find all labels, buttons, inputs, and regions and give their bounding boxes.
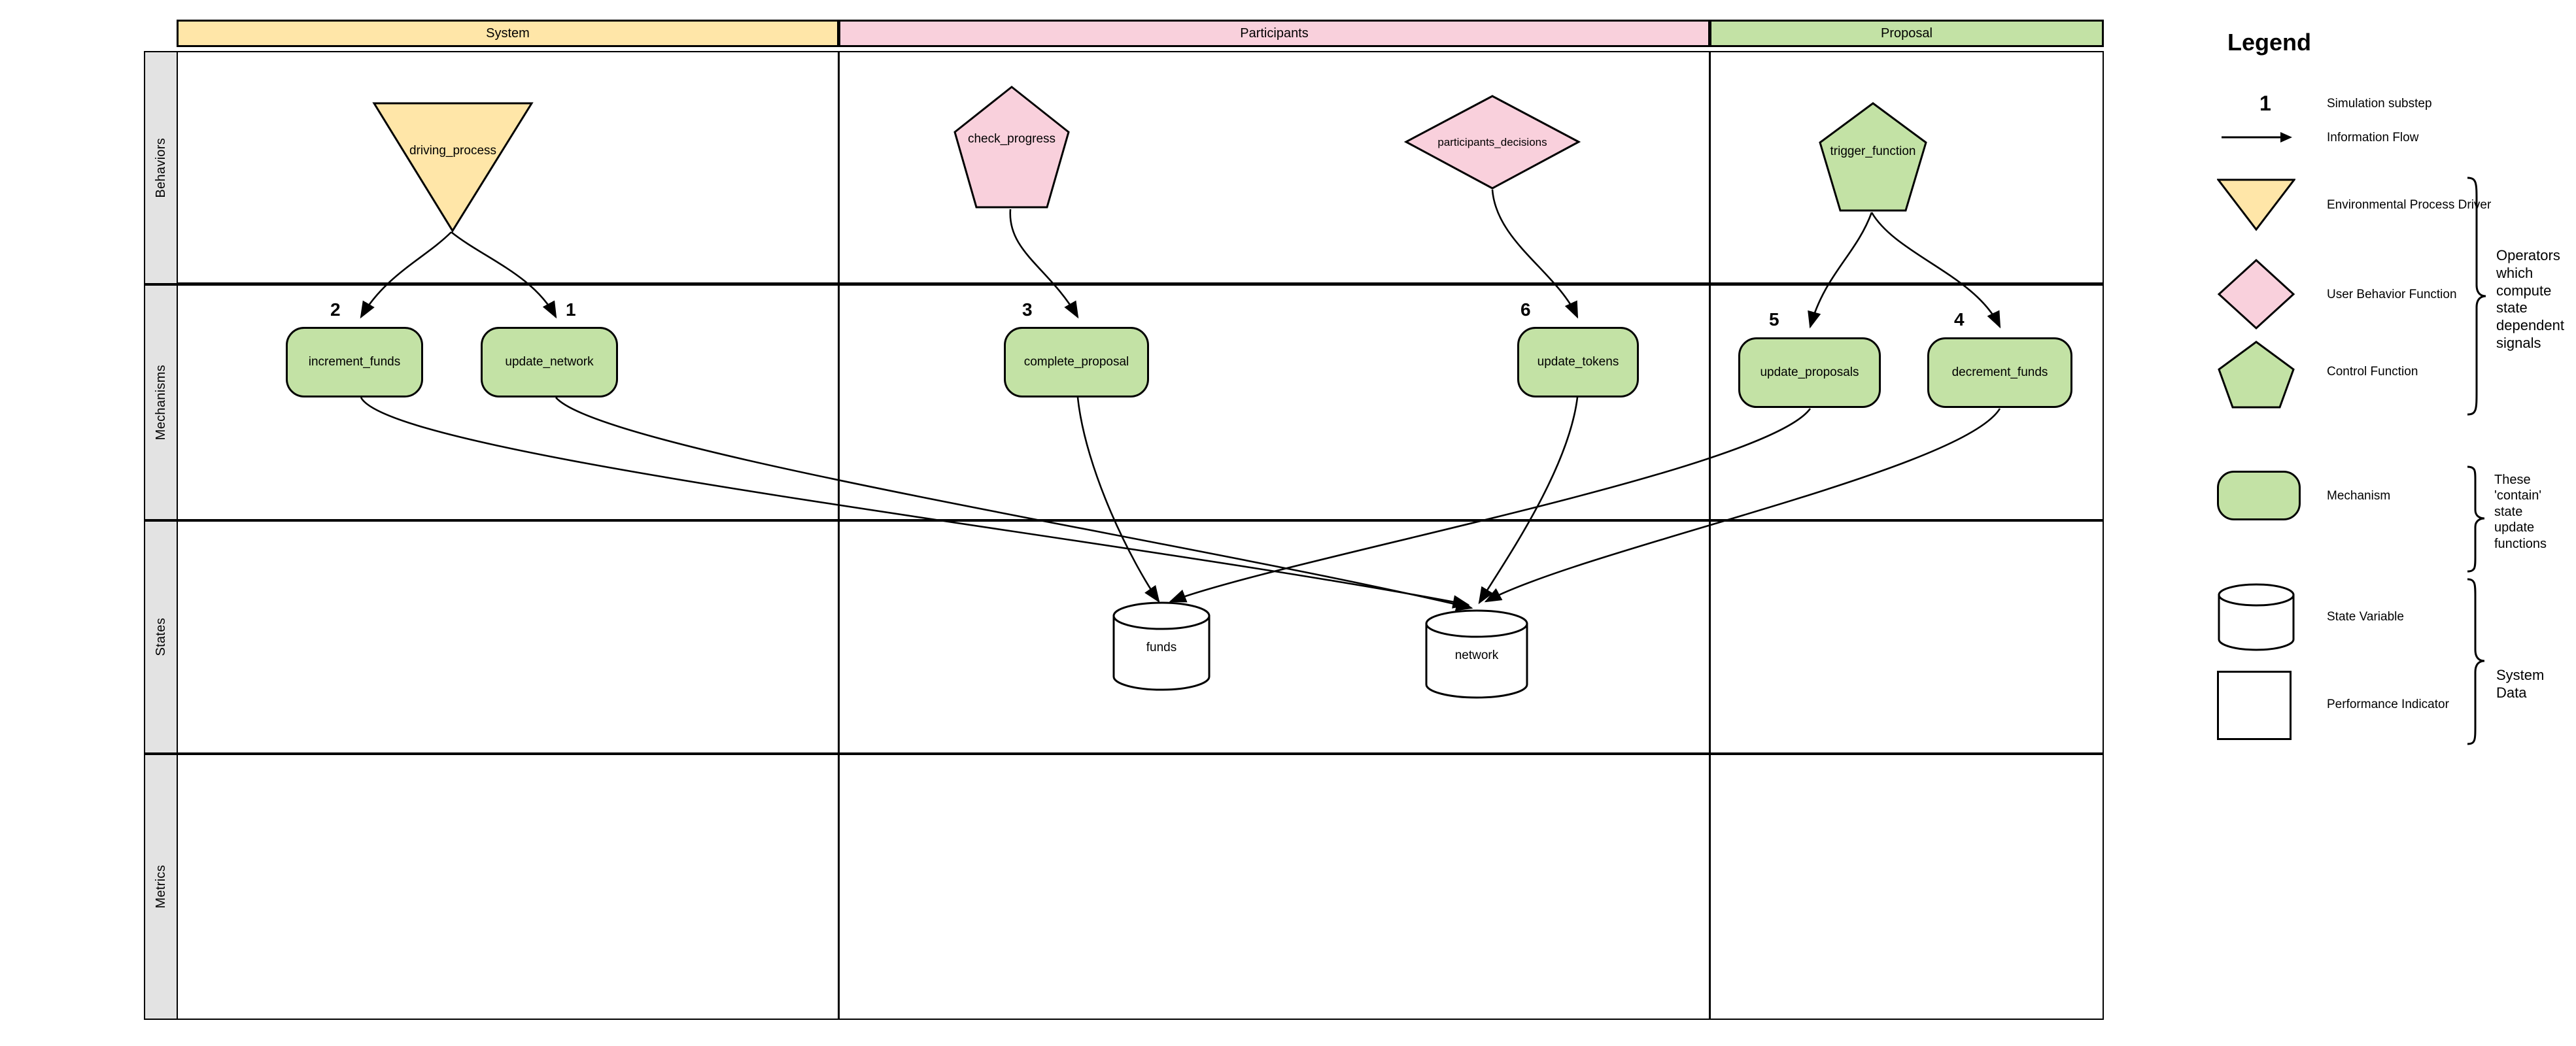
legend-label-simulation-substep: Simulation substep — [2327, 97, 2432, 110]
legend-label-mechanism: Mechanism — [2327, 489, 2391, 503]
legend-cylinder-icon — [2218, 583, 2295, 651]
cylinder-icon — [1112, 601, 1211, 691]
row-label-metrics: Metrics — [144, 754, 178, 1020]
legend-pentagon-icon — [2218, 341, 2295, 409]
cell-participants-mechanisms — [838, 284, 1710, 520]
behaviors-mechanisms-divider — [177, 282, 2104, 286]
mechanism-node-decrement-funds[interactable]: decrement_funds — [1927, 337, 2072, 408]
mechanism-node-update-tokens[interactable]: update_tokens — [1517, 327, 1639, 397]
legend-mechanism-icon — [2217, 471, 2301, 520]
row-label-text: Mechanisms — [153, 364, 168, 441]
legend-label-information-flow: Information Flow — [2327, 131, 2419, 144]
row-label-states: States — [144, 520, 178, 754]
substep-number-decrement-funds: 4 — [1954, 309, 1965, 329]
legend-brace-system-data-text: System Data — [2496, 667, 2545, 701]
cell-system-mechanisms — [177, 284, 839, 520]
legend-triangle-down-icon — [2217, 178, 2295, 231]
column-header-label: Proposal — [1881, 25, 1932, 41]
mechanism-node-label: update_proposals — [1760, 365, 1859, 379]
mechanism-node-complete-proposal[interactable]: complete_proposal — [1004, 327, 1149, 397]
cell-system-metrics — [177, 754, 839, 1020]
diamond-icon — [1403, 95, 1581, 190]
behavior-node-participants-decisions[interactable]: participants_decisions — [1403, 95, 1581, 190]
legend-panel: Legend 1 Simulation substep Information … — [2152, 13, 2576, 785]
column-header-label: System — [486, 25, 530, 41]
behavior-node-driving-process[interactable]: driving_process — [372, 101, 534, 233]
mechanism-node-label: decrement_funds — [1951, 365, 2048, 379]
column-header-proposal: Proposal — [1709, 20, 2104, 47]
legend-label-control-function: Control Function — [2327, 365, 2418, 379]
column-header-label: Participants — [1240, 25, 1309, 41]
cell-participants-metrics — [838, 754, 1710, 1020]
legend-rect-icon — [2217, 671, 2292, 740]
behavior-node-trigger-function[interactable]: trigger_function — [1818, 101, 1928, 212]
column-header-system: System — [177, 20, 839, 47]
mechanism-node-label: increment_funds — [308, 355, 401, 369]
row-label-mechanisms: Mechanisms — [144, 284, 178, 520]
legend-label-user-behavior-function: User Behavior Function — [2327, 288, 2457, 301]
legend-substep-number: 1 — [2259, 92, 2271, 115]
substep-number-update-tokens: 6 — [1520, 299, 1531, 320]
legend-title: Legend — [2227, 29, 2311, 56]
legend-brace-state-update-icon — [2467, 465, 2485, 573]
column-header-participants: Participants — [838, 20, 1710, 47]
cell-participants-states — [838, 520, 1710, 754]
row-label-text: States — [153, 618, 168, 656]
legend-brace-operators-icon — [2467, 177, 2486, 416]
legend-brace-state-update-text: These 'contain' state update functions — [2494, 473, 2547, 551]
cell-proposal-states — [1709, 520, 2104, 754]
row-label-text: Metrics — [153, 865, 168, 909]
mechanism-node-update-network[interactable]: update_network — [481, 327, 618, 397]
cylinder-icon — [1425, 609, 1528, 699]
pentagon-icon — [1819, 102, 1927, 212]
triangle-down-icon — [372, 102, 534, 233]
mechanism-node-label: complete_proposal — [1023, 355, 1129, 369]
state-node-network[interactable]: network — [1424, 609, 1529, 699]
legend-brace-operators-text: Operators which compute state dependent … — [2496, 247, 2564, 352]
legend-arrow-icon — [2222, 132, 2292, 143]
legend-diamond-icon — [2217, 258, 2295, 330]
mechanism-node-increment-funds[interactable]: increment_funds — [286, 327, 423, 397]
legend-label-environmental-process-driver: Environmental Process Driver — [2327, 198, 2492, 212]
legend-label-performance-indicator: Performance Indicator — [2327, 698, 2449, 711]
substep-number-update-proposals: 5 — [1769, 309, 1779, 329]
mechanism-node-update-proposals[interactable]: update_proposals — [1738, 337, 1881, 408]
mechanism-node-label: update_tokens — [1537, 355, 1619, 369]
cell-system-states — [177, 520, 839, 754]
legend-brace-system-data-icon — [2467, 578, 2485, 745]
row-label-behaviors: Behaviors — [144, 51, 178, 284]
mechanism-node-label: update_network — [505, 355, 594, 369]
substep-number-complete-proposal: 3 — [1022, 299, 1033, 320]
legend-label-state-variable: State Variable — [2327, 610, 2404, 624]
substep-number-increment-funds: 2 — [330, 299, 341, 320]
behavior-node-check-progress[interactable]: check_progress — [953, 85, 1071, 209]
substep-number-update-network: 1 — [566, 299, 576, 320]
row-label-text: Behaviors — [153, 137, 168, 198]
cell-proposal-metrics — [1709, 754, 2104, 1020]
state-node-funds[interactable]: funds — [1112, 601, 1211, 691]
pentagon-icon — [953, 86, 1070, 209]
